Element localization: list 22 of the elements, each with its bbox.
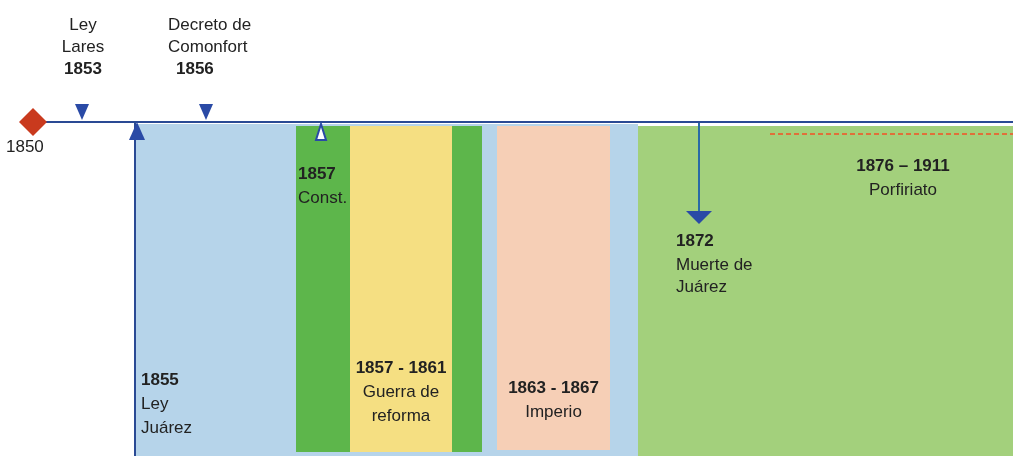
period-label: Guerra de reforma bbox=[361, 381, 441, 427]
year-label: 1856 bbox=[176, 58, 215, 80]
period-label: Ley Juárez bbox=[141, 393, 194, 439]
event-label: Decreto de Comonfort bbox=[168, 14, 253, 58]
period-band bbox=[350, 126, 452, 452]
year-label: 1872 bbox=[676, 230, 715, 252]
year-label: 1853 bbox=[63, 58, 103, 80]
period-band bbox=[497, 126, 610, 450]
period-band bbox=[638, 126, 1013, 456]
event-label: Ley Lares bbox=[60, 14, 106, 58]
event-label: Muerte de Juárez bbox=[676, 254, 754, 298]
period-band bbox=[296, 126, 482, 452]
period-label: Imperio bbox=[524, 401, 583, 423]
period-band bbox=[135, 124, 638, 456]
period-label: Const. bbox=[298, 187, 349, 209]
date-label: 1857 - 1861 bbox=[354, 357, 448, 379]
date-label: 1855 bbox=[141, 369, 180, 391]
period-label: Porfiriato bbox=[868, 179, 938, 201]
date-label: 1876 – 1911 bbox=[855, 155, 951, 177]
date-label: 1857 bbox=[298, 163, 337, 185]
date-label: 1863 - 1867 bbox=[507, 377, 600, 399]
event-label: 1850 bbox=[6, 136, 45, 158]
